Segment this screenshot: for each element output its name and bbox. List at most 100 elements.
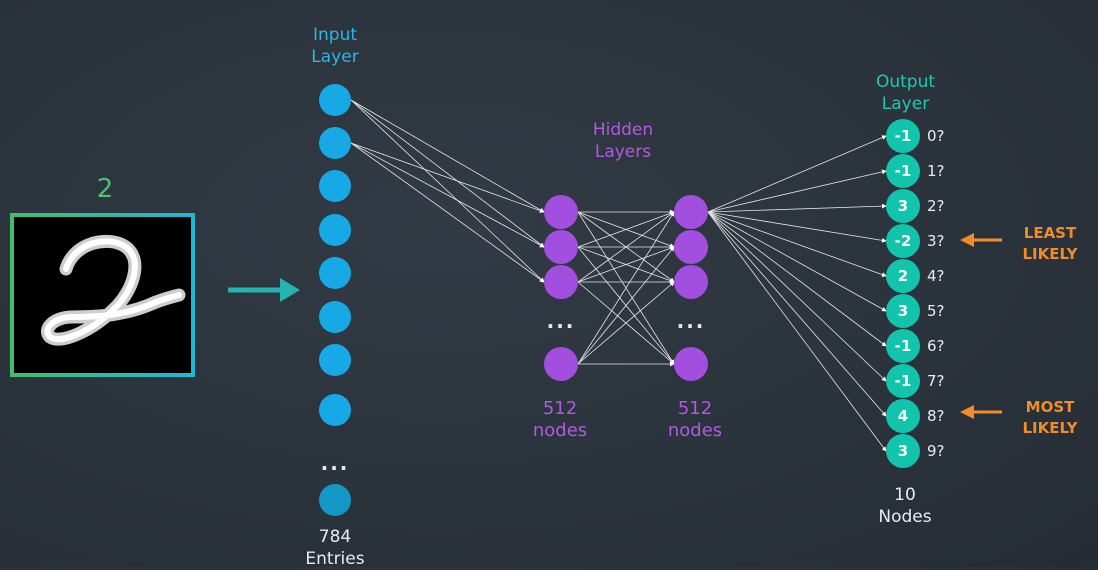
- output-node-value: -1: [894, 372, 912, 390]
- hidden-to-hidden-edge: [577, 281, 675, 365]
- hidden1-node: [544, 347, 578, 381]
- output-node-value: 3: [897, 442, 909, 460]
- input-title-line2: Layer: [311, 47, 359, 67]
- output-title-line2: Layer: [881, 94, 930, 114]
- hidden-to-output-edge: [707, 211, 887, 452]
- input-node: [319, 257, 351, 289]
- input-node: [319, 484, 351, 516]
- hidden1-node: [544, 230, 578, 264]
- input-layer-title: Input Layer: [295, 24, 375, 68]
- output-class-label: 5?: [927, 302, 945, 320]
- output-node-value: -1: [894, 337, 912, 355]
- least-line1: LEAST: [1023, 224, 1077, 242]
- input-to-hidden-edge: [350, 99, 545, 248]
- output-node: [886, 189, 920, 223]
- output-node: [886, 329, 920, 363]
- input-node: [319, 214, 351, 246]
- input-title-line1: Input: [312, 25, 358, 45]
- hidden-to-output-edge: [707, 211, 887, 277]
- hidden2-node: [674, 347, 708, 381]
- hidden1-count-label: 512 nodes: [505, 398, 615, 442]
- output-node-value: 2: [897, 267, 909, 285]
- output-class-label: 3?: [927, 232, 945, 250]
- hidden-to-hidden-edge: [577, 246, 675, 365]
- hidden2-count: 512: [677, 398, 713, 419]
- handwritten-two-icon: [14, 217, 191, 373]
- output-node: [886, 399, 920, 433]
- output-node-value: 4: [897, 407, 909, 425]
- least-line2: LIKELY: [1022, 245, 1078, 263]
- hidden2-node: [674, 265, 708, 299]
- output-node-value: -2: [894, 232, 912, 250]
- hidden1-node: [544, 195, 578, 229]
- input-node: [319, 84, 351, 116]
- output-class-label: 9?: [927, 442, 945, 460]
- input-arrow-icon: [228, 278, 300, 302]
- input-ellipsis: ...: [320, 451, 350, 475]
- output-class-label: 6?: [927, 337, 945, 355]
- output-node: [886, 119, 920, 153]
- output-node: [886, 294, 920, 328]
- hidden-title-line2: Layers: [594, 142, 652, 162]
- output-class-label: 4?: [927, 267, 945, 285]
- hidden-to-hidden-edge: [577, 211, 675, 365]
- output-node-value: 3: [897, 302, 909, 320]
- hidden-to-hidden-edge: [577, 211, 675, 248]
- output-count: 10: [894, 485, 916, 505]
- hidden-to-output-edge: [707, 211, 887, 382]
- hidden2-node: [674, 195, 708, 229]
- hidden1-ellipsis: ...: [546, 309, 576, 333]
- input-node: [319, 394, 351, 426]
- output-class-label: 2?: [927, 197, 945, 215]
- output-count-label: 10 Nodes: [860, 484, 950, 528]
- most-line1: MOST: [1025, 398, 1075, 416]
- input-count: 784: [318, 527, 352, 547]
- least-likely-label: LEAST LIKELY: [1010, 223, 1090, 265]
- input-to-hidden-edge: [350, 142, 545, 248]
- hidden1-unit: nodes: [532, 420, 588, 441]
- most-likely-label: MOST LIKELY: [1010, 397, 1090, 439]
- output-title-line1: Output: [875, 72, 936, 92]
- hidden-to-output-edge: [707, 211, 887, 243]
- input-to-hidden-edge: [350, 142, 545, 213]
- output-node: [886, 224, 920, 258]
- input-to-hidden-edge: [350, 99, 545, 213]
- hidden-to-output-edge: [707, 211, 887, 417]
- output-node: [886, 364, 920, 398]
- hidden1-node: [544, 265, 578, 299]
- hidden-title-line1: Hidden: [592, 120, 654, 140]
- output-node-value: 3: [897, 197, 909, 215]
- hidden2-unit: nodes: [667, 420, 723, 441]
- output-layer-title: Output Layer: [858, 71, 953, 115]
- output-node: [886, 434, 920, 468]
- output-class-label: 8?: [927, 407, 945, 425]
- output-class-label: 1?: [927, 162, 945, 180]
- output-class-label: 7?: [927, 372, 945, 390]
- hidden2-count-label: 512 nodes: [640, 398, 750, 442]
- connection-lines: [350, 99, 887, 452]
- hidden-layers-title: Hidden Layers: [568, 119, 678, 163]
- least-likely-arrow-icon: [960, 233, 1002, 247]
- hidden-to-output-edge: [707, 211, 887, 312]
- hidden2-ellipsis: ...: [676, 309, 706, 333]
- most-likely-arrow-icon: [960, 405, 1002, 419]
- hidden1-count: 512: [542, 398, 578, 419]
- input-node: [319, 170, 351, 202]
- hidden-to-output-edge: [707, 135, 887, 213]
- output-node-value: -1: [894, 162, 912, 180]
- most-line2: LIKELY: [1022, 419, 1078, 437]
- input-count-label: 784 Entries: [290, 526, 380, 570]
- output-node-value: -1: [894, 127, 912, 145]
- digit-label: 2: [96, 174, 114, 204]
- input-node: [319, 127, 351, 159]
- node-layer: [319, 84, 920, 516]
- hidden-to-output-edge: [707, 203, 887, 213]
- hidden-to-hidden-edge: [577, 211, 675, 283]
- output-unit: Nodes: [878, 507, 932, 527]
- input-unit: Entries: [305, 549, 365, 569]
- hidden-to-hidden-edge: [577, 246, 675, 283]
- output-node: [886, 154, 920, 188]
- hidden-to-output-edge: [707, 211, 887, 347]
- output-node: [886, 259, 920, 293]
- hidden2-node: [674, 230, 708, 264]
